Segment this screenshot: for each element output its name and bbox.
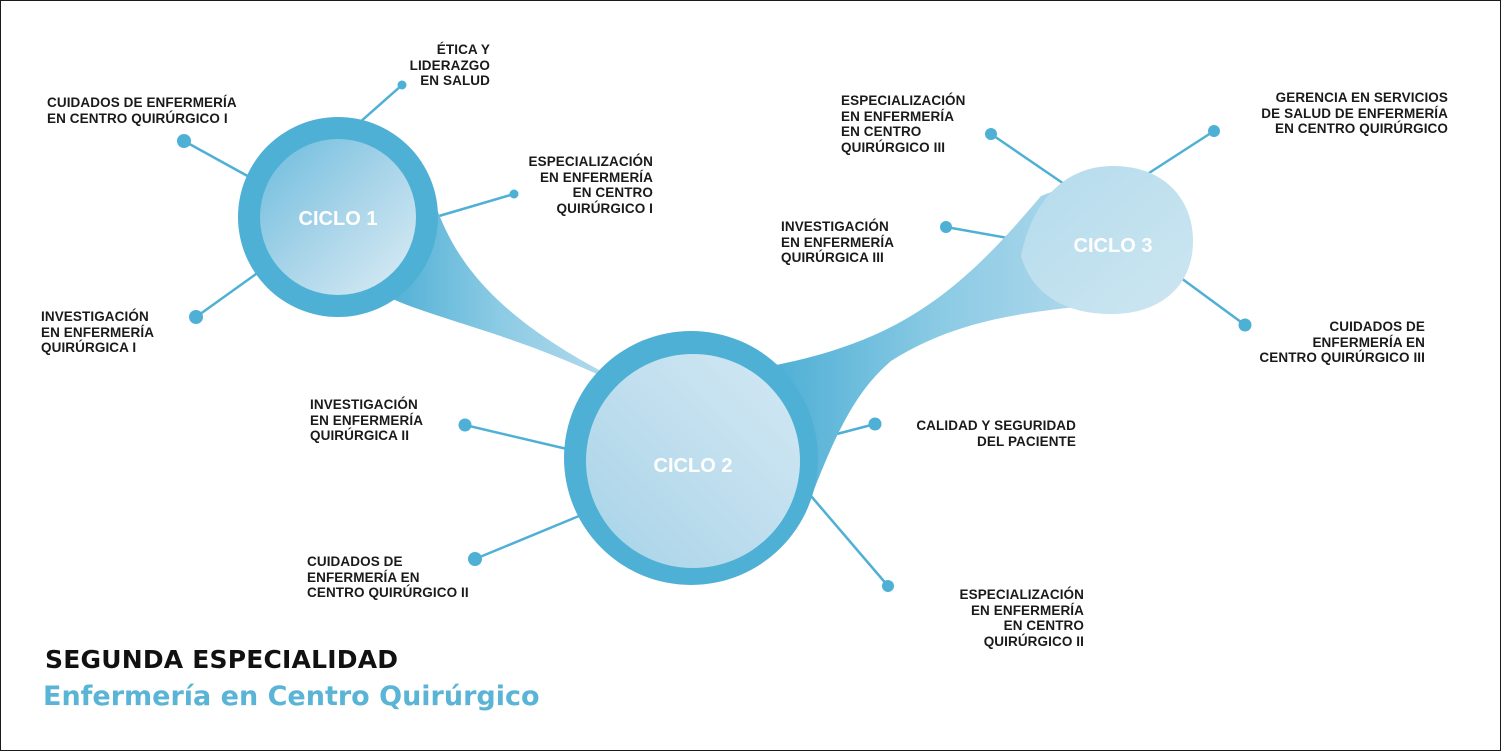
dot-c1-cuidados [177, 134, 191, 148]
course-c1-especializacion: ESPECIALIZACIÓN EN ENFERMERÍA EN CENTRO … [528, 154, 653, 216]
dot-c3-investigacion [940, 221, 952, 233]
connector-c1-cuidados [183, 139, 254, 181]
dot-c2-cuidados [468, 552, 482, 566]
cycle-label-3: CICLO 3 [1074, 235, 1153, 257]
shape-ciclo-3 [1021, 166, 1193, 314]
connector-dots [177, 80, 1252, 592]
connector-c3-cuidados [1180, 276, 1246, 327]
course-c3-investigacion: INVESTIGACIÓN EN ENFERMERÍA QUIRÚRGICA I… [781, 219, 895, 265]
course-c1-investigacion: INVESTIGACIÓN EN ENFERMERÍA QUIRÚRGICA I [41, 309, 155, 355]
connector-c2-cuidados [474, 514, 580, 561]
connector-lines [183, 84, 1246, 587]
dot-c1-especializacion [509, 189, 519, 199]
dot-c2-investigacion [458, 418, 472, 432]
dot-c1-investigacion [189, 310, 203, 324]
cycle-label-2: CICLO 2 [654, 455, 733, 477]
course-c2-cuidados: CUIDADOS DE ENFERMERÍA EN CENTRO QUIRÚRG… [307, 554, 469, 600]
connector-c1-investigacion [195, 267, 264, 319]
connector-c1-especializacion [438, 192, 515, 218]
dot-c3-cuidados [1238, 318, 1252, 332]
page-subtitle: Enfermería en Centro Quirúrgico [43, 681, 540, 712]
course-c3-gerencia: GERENCIA EN SERVICIOS DE SALUD DE ENFERM… [1261, 90, 1448, 136]
bridge-c1-c2 [376, 161, 651, 401]
inner-ciclo-1 [260, 139, 416, 295]
dot-c1-etica [397, 80, 407, 90]
dot-c2-calidad [868, 417, 882, 431]
dot-c3-gerencia [1208, 125, 1220, 137]
dot-c3-especializacion [985, 128, 997, 140]
course-c1-etica: ÉTICA Y LIDERAZGO EN SALUD [409, 42, 490, 88]
course-c3-especializacion: ESPECIALIZACIÓN EN ENFERMERÍA EN CENTRO … [841, 93, 966, 155]
inner-ciclo-2 [586, 354, 800, 568]
course-c2-especializacion: ESPECIALIZACIÓN EN ENFERMERÍA EN CENTRO … [959, 587, 1084, 649]
cycle-label-1: CICLO 1 [299, 208, 378, 230]
connector-c3-gerencia [1148, 129, 1215, 175]
course-c1-cuidados: CUIDADOS DE ENFERMERÍA EN CENTRO QUIRÚRG… [47, 95, 237, 126]
connector-c2-calidad [832, 422, 876, 437]
page-title: SEGUNDA ESPECIALIDAD [45, 645, 399, 674]
dot-c2-especializacion [882, 580, 894, 592]
course-c3-cuidados: CUIDADOS DE ENFERMERÍA EN CENTRO QUIRÚRG… [1259, 319, 1425, 365]
connector-c1-etica [358, 84, 403, 124]
connector-c2-especializacion [810, 495, 889, 587]
connector-c3-especializacion [990, 132, 1068, 188]
connector-c2-investigacion [464, 423, 568, 451]
course-c2-investigacion: INVESTIGACIÓN EN ENFERMERÍA QUIRÚRGICA I… [310, 397, 424, 443]
cycles-blob [238, 117, 1193, 585]
course-c2-calidad: CALIDAD Y SEGURIDAD DEL PACIENTE [916, 418, 1076, 449]
